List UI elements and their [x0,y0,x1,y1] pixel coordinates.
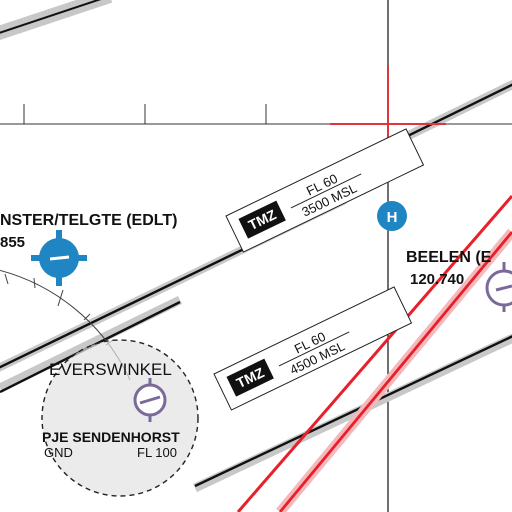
tmz-label-lower[interactable]: TMZ FL 60 4500 MSL [213,286,413,411]
heliport-icon[interactable]: H [377,201,407,231]
airfield-edlt-name: NSTER/TELGTE (EDLT) [0,212,177,229]
parachute-area-upper: FL 100 [137,445,177,460]
airfield-beelen-name: BEELEN (E [406,249,492,266]
airfield-beelen-icon[interactable] [485,262,512,312]
heliport-symbol: H [387,209,398,226]
parachute-area-name: PJE SENDENHORST [42,429,180,445]
place-everswinkel: EVERSWINKEL [49,360,172,379]
restricted-boundary [236,195,512,512]
airfield-beelen-frequency: 120.740 [410,271,464,288]
glider-site-icon[interactable] [133,378,167,422]
airway-band-top [0,0,113,41]
parachute-area[interactable] [41,339,199,497]
airfield-edlt-frequency: 855 [0,234,25,251]
airfield-edlt-icon[interactable] [31,230,87,286]
tmz-label-upper[interactable]: TMZ FL 60 3500 MSL [225,128,425,253]
parachute-area-lower: GND [44,445,73,460]
